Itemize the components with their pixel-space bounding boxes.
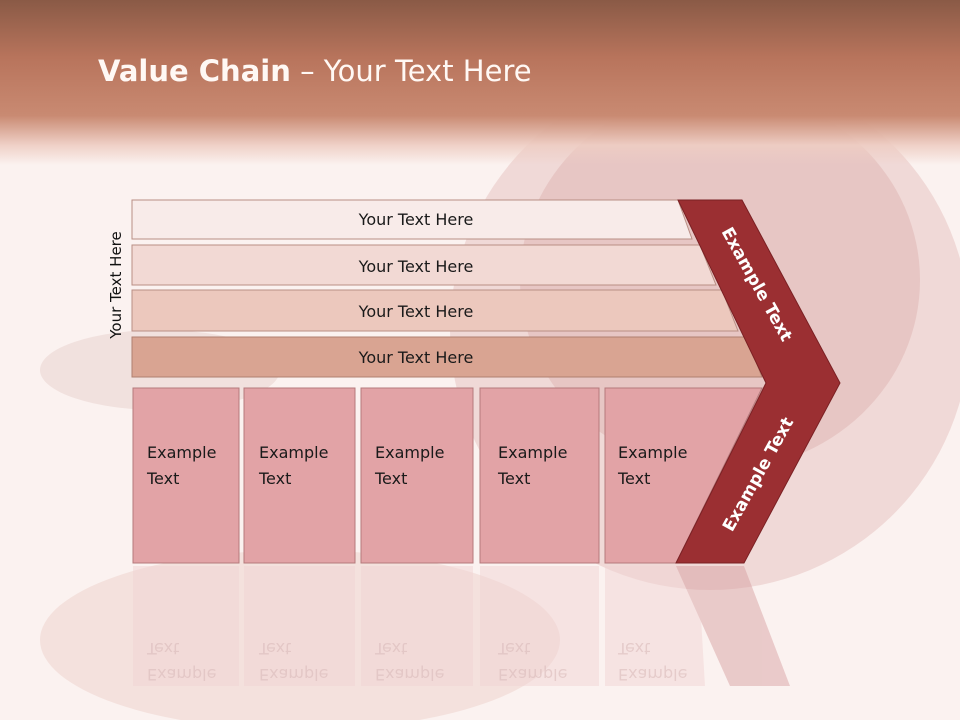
reflection-text-3: Example [375, 665, 444, 684]
reflection-text-2b: Text [258, 639, 291, 658]
reflection-text-group: Example Text Example Text Example Text E… [146, 639, 687, 684]
activity-box-4: Example Text [479, 387, 600, 564]
margin-arrow-shape [675, 199, 841, 564]
activity-box-2-shape [243, 387, 356, 564]
reflection-text-2: Example [259, 665, 328, 684]
activity-box-5-line1: Example [618, 443, 687, 462]
bar-3: Your Text Here [131, 289, 739, 332]
header-band [0, 0, 960, 165]
activity-box-4-shape [479, 387, 600, 564]
activity-box-2-line1: Example [259, 443, 328, 462]
activity-box-1-line2: Text [146, 469, 179, 488]
activity-box-5: Example Text [604, 387, 763, 564]
activity-box-1: Example Text [132, 387, 240, 564]
reflection-text-5b: Text [617, 639, 650, 658]
activity-box-4-line1: Example [498, 443, 567, 462]
bar-4-shape [131, 336, 763, 378]
activity-box-2-line2: Text [258, 469, 291, 488]
activity-box-1-shape [132, 387, 240, 564]
bar-1: Your Text Here [131, 199, 693, 240]
bar-4-label: Your Text Here [358, 348, 474, 367]
bar-2-label: Your Text Here [358, 257, 474, 276]
bar-1-label: Your Text Here [358, 210, 474, 229]
bar-1-shape [131, 199, 693, 240]
activity-box-1-line1: Example [147, 443, 216, 462]
activity-box-3: Example Text [360, 387, 474, 564]
title-bold: Value Chain [98, 54, 291, 88]
activity-box-3-line1: Example [375, 443, 444, 462]
reflection-text-1: Example [147, 665, 216, 684]
reflection-text-5: Example [618, 665, 687, 684]
bar-2-shape [131, 244, 717, 286]
page-title: Value Chain – Your Text Here [98, 54, 532, 88]
reflection-text-4: Example [498, 665, 567, 684]
reflection-text-4b: Text [497, 639, 530, 658]
reflection-text-1b: Text [146, 639, 179, 658]
title-rest: – Your Text Here [290, 54, 532, 88]
activity-box-5-line2: Text [617, 469, 650, 488]
activity-box-3-line2: Text [374, 469, 407, 488]
bar-4: Your Text Here [131, 336, 763, 378]
activity-box-2: Example Text [243, 387, 356, 564]
boxes-reflection [133, 566, 790, 686]
bar-3-shape [131, 289, 739, 332]
bar-3-label: Your Text Here [358, 302, 474, 321]
activity-box-3-shape [360, 387, 474, 564]
bar-2: Your Text Here [131, 244, 717, 286]
activity-box-4-line2: Text [497, 469, 530, 488]
reflection-text-3b: Text [374, 639, 407, 658]
